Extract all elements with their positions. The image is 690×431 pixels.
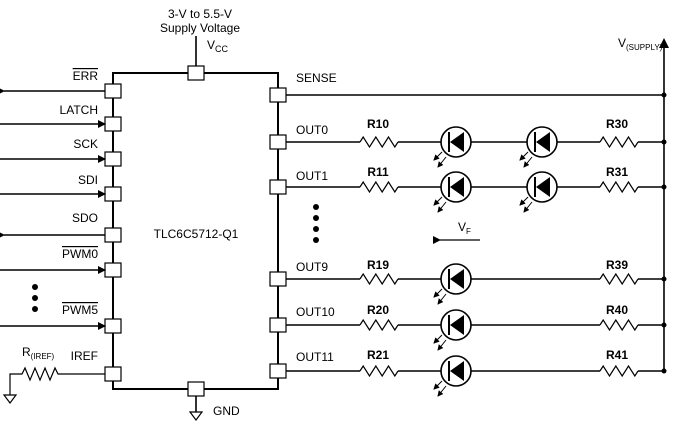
out1-led-1-emit-1 [433, 196, 443, 206]
out10-led-1-emit-2 [437, 339, 447, 351]
pin-pwm5-label: PWM5 [62, 303, 98, 317]
vcc-label: VCC [207, 38, 229, 54]
out10-resistor-left [359, 318, 399, 332]
out9-led-1-triangle [450, 269, 464, 289]
r40-label: R40 [606, 303, 628, 317]
r39-label: R39 [606, 258, 628, 272]
pin-err-label: ERR [73, 69, 99, 83]
supply-voltage-label: Supply Voltage [160, 21, 240, 35]
out1-led-2-emit-1 [519, 196, 529, 206]
right-pins [269, 87, 287, 379]
out0-led-1-emit-1 [433, 151, 443, 161]
pin-sdo-label: SDO [72, 211, 98, 225]
pin-pwm0-label: PWM0 [62, 247, 98, 261]
gnd-label: GND [213, 404, 240, 418]
pin-out10-label: OUT10 [296, 305, 335, 319]
out9-resistor-left [359, 272, 399, 286]
out9-resistor-right [599, 272, 639, 286]
vsupply-label: V(SUPPLY) [618, 36, 663, 52]
r31-label: R31 [606, 165, 628, 179]
out1-resistor-right [599, 180, 639, 194]
out1-led-1-emit-2 [437, 201, 447, 213]
out0-resistor-right [599, 135, 639, 149]
out11-resistor-right [599, 364, 639, 378]
out1-led-1-triangle [450, 177, 464, 197]
out0-led-2-emit-2 [523, 156, 533, 168]
pin-sense-label: SENSE [296, 71, 337, 85]
out0-junction [661, 139, 667, 145]
out10-resistor-right [599, 318, 639, 332]
out0-led-2-emit-1 [519, 151, 529, 161]
out0-led-1-triangle [450, 132, 464, 152]
left-pins [104, 83, 122, 382]
pin-out9-label: OUT9 [296, 260, 328, 274]
out11-resistor-left [359, 364, 399, 378]
out11-led-1-triangle [450, 361, 464, 381]
pin-out1-label: OUT1 [296, 169, 328, 183]
out11-junction [661, 368, 667, 374]
out9-junction [661, 276, 667, 282]
out1-led-2-emit-2 [523, 201, 533, 213]
out11-led-1-emit-2 [437, 385, 447, 397]
pin-iref-label: IREF [71, 349, 98, 363]
ground-icon [188, 411, 204, 421]
r30-label: R30 [606, 117, 628, 131]
r10-label: R10 [367, 117, 389, 131]
r11-label: R11 [367, 165, 389, 179]
out9-led-1-emit-2 [437, 293, 447, 305]
pin-latch-label: LATCH [60, 103, 98, 117]
r21-label: R21 [367, 348, 389, 362]
pin-out11-label: OUT11 [296, 350, 334, 364]
ellipsis-dots-left [32, 284, 38, 312]
supply-range-label: 3-V to 5.5-V [168, 7, 232, 21]
r19-label: R19 [367, 258, 389, 272]
out0-resistor-left [359, 135, 399, 149]
out11-led-1-emit-1 [433, 380, 443, 390]
out0-led-1-emit-2 [437, 156, 447, 168]
out1-resistor-left [359, 180, 399, 194]
chip-name: TLC6C5712-Q1 [154, 227, 239, 241]
ellipsis-dots-right [313, 204, 319, 243]
pin-out0-label: OUT0 [296, 123, 328, 137]
vf-label: VF [458, 220, 471, 236]
out1-led-2-triangle [536, 177, 550, 197]
r41-label: R41 [606, 348, 628, 362]
riref-ground-icon [2, 394, 18, 404]
out10-junction [661, 322, 667, 328]
pin-sdi-label: SDI [78, 173, 98, 187]
out9-led-1-emit-1 [433, 288, 443, 298]
riref-resistor [9, 366, 105, 395]
led-channels [286, 126, 667, 397]
pin-sck-label: SCK [73, 137, 98, 151]
r20-label: R20 [367, 303, 389, 317]
out0-led-2-triangle [536, 132, 550, 152]
out10-led-1-emit-1 [433, 334, 443, 344]
out1-junction [661, 184, 667, 190]
riref-label: R(IREF) [22, 345, 55, 361]
out10-led-1-triangle [450, 315, 464, 335]
